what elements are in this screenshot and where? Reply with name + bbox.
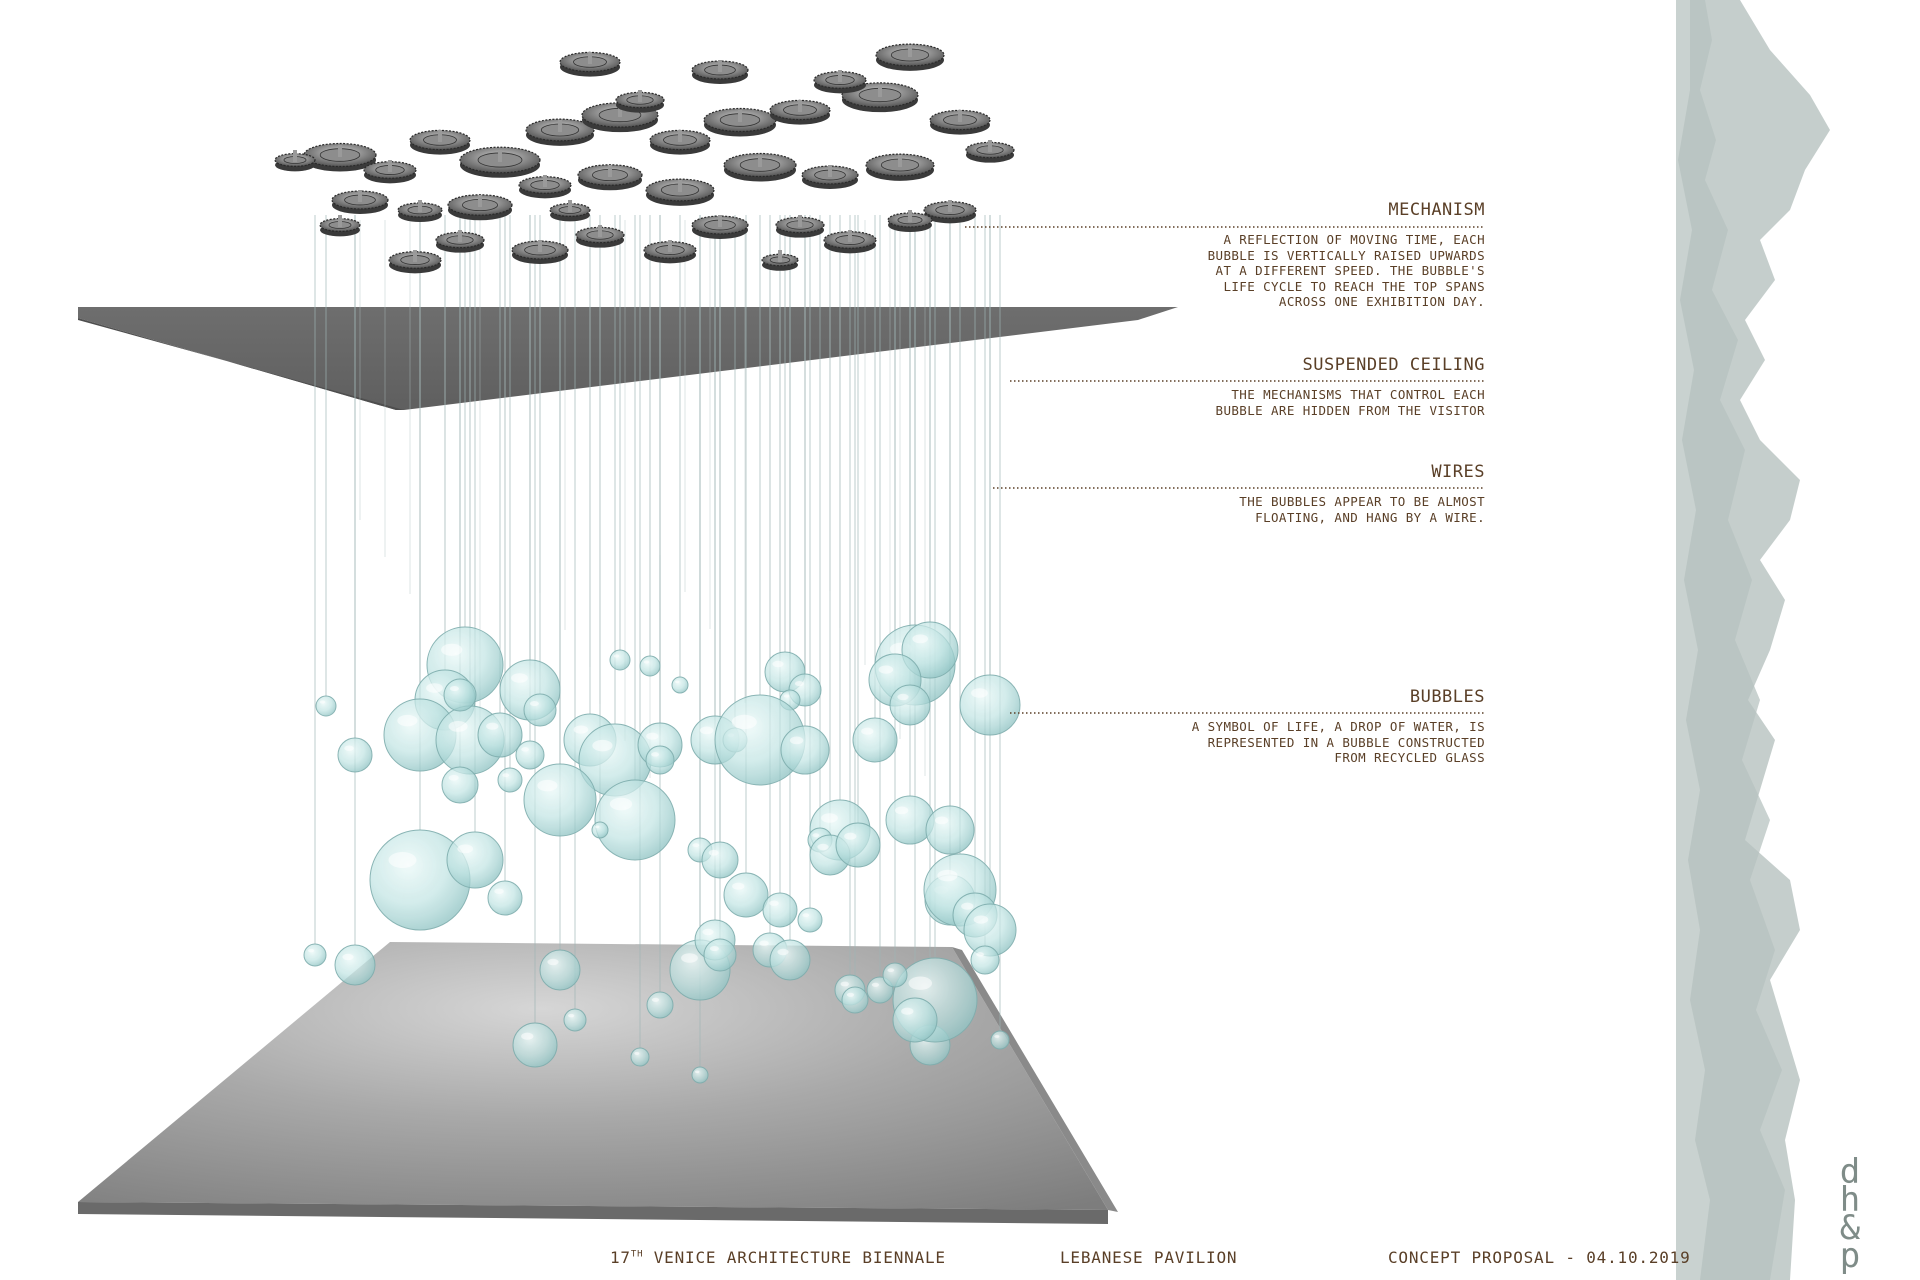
annotation-line: THE MECHANISMS THAT CONTROL EACH	[1100, 387, 1485, 403]
annotation-title: MECHANISM	[1100, 200, 1485, 220]
annotation-mechanism: MECHANISM A REFLECTION OF MOVING TIME, E…	[1100, 200, 1485, 310]
footer-event: VENICE ARCHITECTURE BIENNALE	[654, 1248, 946, 1267]
annotation-title: SUSPENDED CEILING	[1100, 355, 1485, 375]
logo-letter: p	[1830, 1242, 1870, 1270]
dhp-logo: d h & p	[1830, 1158, 1870, 1270]
annotation-line: ACROSS ONE EXHIBITION DAY.	[1100, 294, 1485, 310]
annotation-wires: WIRES THE BUBBLES APPEAR TO BE ALMOST FL…	[1100, 462, 1485, 525]
footer-pavilion: LEBANESE PAVILION	[1060, 1248, 1237, 1267]
annotation-line: BUBBLE ARE HIDDEN FROM THE VISITOR	[1100, 403, 1485, 419]
annotation-title: BUBBLES	[1100, 687, 1485, 707]
footer-edition-suffix: TH	[631, 1250, 643, 1260]
annotation-line: A SYMBOL OF LIFE, A DROP OF WATER, IS	[1100, 719, 1485, 735]
mechanism-gears	[275, 44, 1014, 273]
annotation-title: WIRES	[1100, 462, 1485, 482]
annotation-bubbles: BUBBLES A SYMBOL OF LIFE, A DROP OF WATE…	[1100, 687, 1485, 766]
annotation-line: FROM RECYCLED GLASS	[1100, 750, 1485, 766]
annotation-line: AT A DIFFERENT SPEED. THE BUBBLE'S	[1100, 263, 1485, 279]
annotation-line: BUBBLE IS VERTICALLY RAISED UPWARDS	[1100, 248, 1485, 264]
annotation-line: FLOATING, AND HANG BY A WIRE.	[1100, 510, 1485, 526]
annotation-line: LIFE CYCLE TO REACH THE TOP SPANS	[1100, 279, 1485, 295]
footer-biennale: 17TH VENICE ARCHITECTURE BIENNALE	[610, 1248, 946, 1267]
suspended-ceiling-slab	[78, 307, 1178, 410]
footer-edition-number: 17	[610, 1248, 631, 1267]
annotation-line: THE BUBBLES APPEAR TO BE ALMOST	[1100, 494, 1485, 510]
footer-proposal: CONCEPT PROPOSAL - 04.10.2019	[1388, 1248, 1691, 1267]
annotation-line: REPRESENTED IN A BUBBLE CONSTRUCTED	[1100, 735, 1485, 751]
annotation-line: A REFLECTION OF MOVING TIME, EACH	[1100, 232, 1485, 248]
annotation-suspended-ceiling: SUSPENDED CEILING THE MECHANISMS THAT CO…	[1100, 355, 1485, 418]
mountain-silhouette	[1676, 0, 1830, 1280]
